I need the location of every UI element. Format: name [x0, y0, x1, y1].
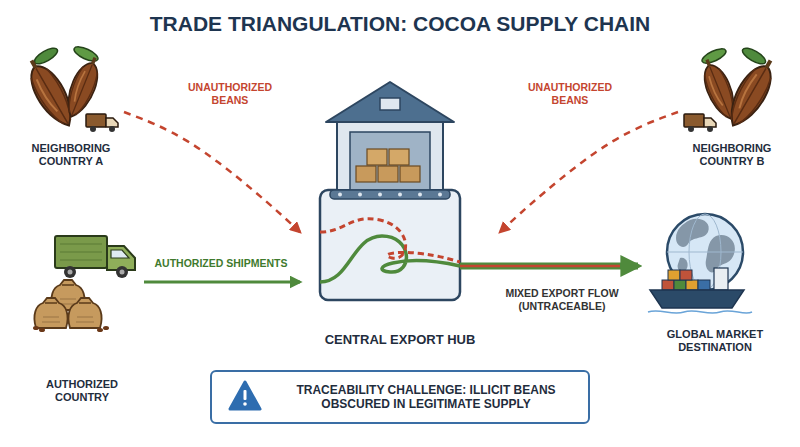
flow-arrow	[124, 112, 300, 232]
market-node: GLOBAL MARKET DESTINATION	[638, 212, 792, 356]
mixing-swirl	[320, 219, 500, 282]
cargo-ship	[648, 268, 752, 313]
flow-arrow	[500, 112, 678, 232]
warning-icon	[230, 382, 260, 409]
globe-icon	[667, 214, 743, 290]
node-label: GLOBAL MARKET DESTINATION	[640, 328, 790, 354]
callout-box: TRACEABILITY CHALLENGE: ILLICIT BEANS OB…	[210, 370, 590, 424]
flow-arrow	[500, 263, 638, 270]
country-node: NEIGHBORING COUNTRY A	[18, 50, 124, 170]
flow-strand	[500, 265, 620, 268]
diagram-title: TRADE TRIANGULATION: COCOA SUPPLY CHAIN	[0, 12, 800, 36]
flow-label: UNAUTHORIZED BEANS	[177, 80, 283, 107]
truck-icon	[684, 114, 716, 132]
node-label: TRACEABILITY CHALLENGE: ILLICIT BEANS OB…	[274, 383, 578, 412]
warehouse-icon	[320, 82, 460, 300]
node-label: NEIGHBORING COUNTRY A	[21, 142, 121, 168]
country-node: NEIGHBORING COUNTRY B	[678, 50, 786, 170]
node-label: NEIGHBORING COUNTRY B	[682, 142, 782, 168]
node-label: CENTRAL EXPORT HUB	[325, 332, 476, 348]
authorized-truck	[55, 236, 135, 278]
flow-label: UNAUTHORIZED BEANS	[517, 80, 623, 107]
country-node: AUTHORIZED COUNTRY	[20, 222, 144, 406]
flow-label: MIXED EXPORT FLOW (UNTRACEABLE)	[489, 286, 635, 313]
cocoa-sacks	[33, 280, 109, 332]
node-label: AUTHORIZED COUNTRY	[27, 378, 137, 404]
flow-arrow	[144, 281, 300, 284]
hub-node: CENTRAL EXPORT HUB	[300, 70, 500, 350]
flow-label: AUTHORIZED SHIPMENTS	[151, 256, 290, 271]
truck-icon	[86, 114, 118, 132]
